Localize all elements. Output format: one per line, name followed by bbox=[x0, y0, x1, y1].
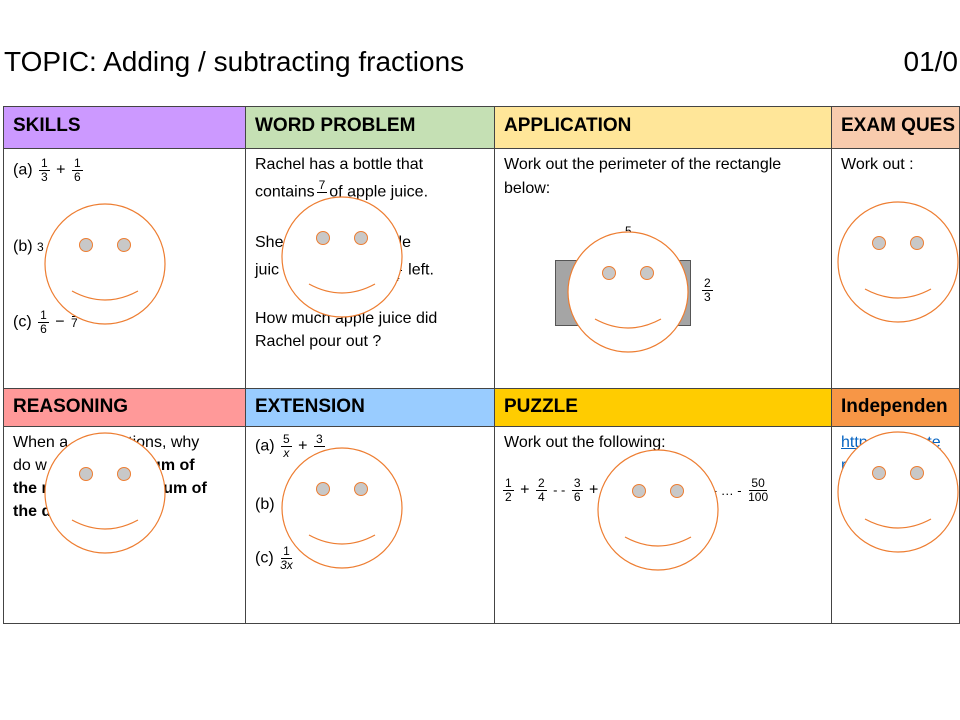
rectangle-shape bbox=[555, 260, 691, 326]
independent-cell: https://www.te resource/ subtrac bbox=[831, 426, 960, 624]
page-title: TOPIC: Adding / subtracting fractions bbox=[4, 46, 465, 77]
partial: 5 bbox=[896, 234, 903, 248]
label: (b) bbox=[13, 238, 33, 255]
text: Rachel pour out ? bbox=[255, 333, 382, 350]
text: Work out : bbox=[841, 156, 914, 173]
independent-header: Independen bbox=[831, 388, 960, 427]
operator: - - bbox=[553, 482, 566, 498]
application-header: APPLICATION bbox=[494, 106, 832, 149]
exam-cell: Work out : 5 bbox=[831, 148, 960, 389]
partial: 3 bbox=[37, 240, 44, 254]
fraction: 7 bbox=[316, 178, 328, 193]
fraction: 7 bbox=[71, 315, 78, 330]
resource-link[interactable]: subtrac bbox=[841, 480, 894, 497]
fraction: 3 bbox=[313, 432, 325, 447]
partial: 4 bbox=[315, 553, 322, 567]
resource-link[interactable]: resource/ bbox=[841, 457, 908, 474]
label: (c) bbox=[255, 549, 274, 567]
text: Work out the perimeter of the rectangle bbox=[504, 156, 782, 173]
text: the d bbox=[13, 503, 52, 520]
application-cell: Work out the perimeter of the rectangle … bbox=[494, 148, 832, 389]
text: below: bbox=[504, 180, 551, 197]
reasoning-header: REASONING bbox=[3, 388, 246, 427]
extension-header: EXTENSION bbox=[245, 388, 495, 427]
date: 01/0 bbox=[903, 46, 959, 77]
puzzle-header: PUZZLE bbox=[494, 388, 832, 427]
label: (a) bbox=[13, 161, 33, 179]
word-problem-header: WORD PROBLEM bbox=[245, 106, 495, 149]
label: (b) bbox=[255, 496, 275, 513]
operator: + bbox=[588, 481, 599, 499]
operator: + bbox=[56, 161, 66, 179]
text: Work out the following: bbox=[504, 434, 666, 451]
resource-link[interactable]: https://www.te bbox=[841, 434, 941, 451]
operator: − bbox=[55, 313, 65, 331]
text: Rachel has a bottle that bbox=[255, 156, 424, 173]
label: (c) bbox=[13, 313, 32, 331]
operator: + bbox=[298, 437, 308, 455]
top-label: 5 bbox=[625, 224, 632, 238]
operator: - … - bbox=[712, 482, 742, 498]
label: (a) bbox=[255, 437, 275, 455]
text: How much apple juice did bbox=[255, 310, 438, 327]
operator: + bbox=[520, 481, 530, 499]
exam-header: EXAM QUES bbox=[831, 106, 960, 149]
skills-header: SKILLS bbox=[3, 106, 246, 149]
